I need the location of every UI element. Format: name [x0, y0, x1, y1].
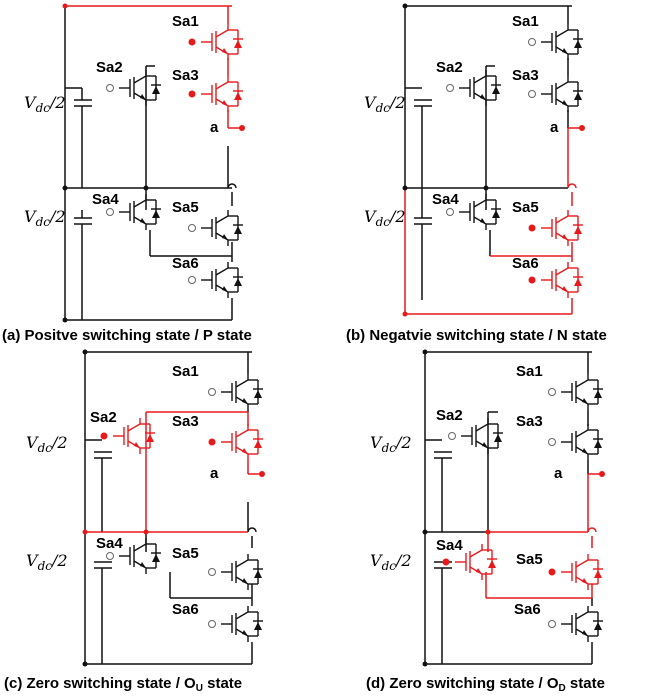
label-sa4: Sa4: [96, 535, 123, 552]
switch-sa1: [200, 23, 244, 61]
label-sa6: Sa6: [514, 601, 541, 618]
label-sa2: Sa2: [436, 59, 463, 76]
label-sa3: Sa3: [172, 67, 199, 84]
gate-sa6: [188, 276, 196, 284]
switch-sa6: [200, 261, 244, 299]
panel-a: Sa1 Sa3 Sa2 Sa4 Sa5 Sa6 a Vdc/2 Vdc/2 (a…: [2, 3, 252, 344]
label-vdc-upper: Vdc/2: [370, 433, 412, 455]
caption-c: (c) Zero switching state / OU state: [4, 675, 242, 694]
label-sa5: Sa5: [172, 545, 199, 562]
panel-c: Sa1 Sa3 Sa2 Sa4 Sa5 Sa6 a Vdc/2 Vdc/2 (c…: [4, 349, 265, 694]
label-sa6: Sa6: [172, 255, 199, 272]
panel-b: Sa1 Sa3 Sa2 Sa4 Sa5 Sa6 a Vdc/2 Vdc/2 (b…: [346, 3, 607, 344]
label-sa4: Sa4: [432, 191, 459, 208]
label-sa2: Sa2: [436, 407, 463, 424]
label-sa6: Sa6: [172, 601, 199, 618]
switch-sa4: [118, 193, 162, 231]
label-sa1: Sa1: [172, 363, 199, 380]
switch-sa3: [200, 75, 244, 113]
gate-sa3: [188, 90, 196, 98]
dc-bus-inactive: [64, 6, 237, 321]
label-vdc-upper: Vdc/2: [364, 93, 406, 115]
label-sa4: Sa4: [92, 191, 119, 208]
caption-d: (d) Zero switching state / OD state: [366, 675, 605, 694]
label-vdc-lower: Vdc/2: [364, 207, 406, 229]
gate-sa4: [106, 208, 114, 216]
label-node-a: a: [210, 465, 219, 482]
label-node-a: a: [550, 119, 559, 136]
label-sa1: Sa1: [512, 13, 539, 30]
label-sa1: Sa1: [516, 363, 543, 380]
label-sa3: Sa3: [172, 413, 199, 430]
switch-sa2: [118, 69, 162, 107]
label-node-a: a: [210, 119, 219, 136]
label-vdc-upper: Vdc/2: [24, 93, 66, 115]
label-vdc-upper: Vdc/2: [26, 433, 68, 455]
label-sa5: Sa5: [172, 199, 199, 216]
label-node-a: a: [554, 465, 563, 482]
gate-sa2: [106, 84, 114, 92]
label-sa3: Sa3: [512, 67, 539, 84]
label-sa1: Sa1: [172, 13, 199, 30]
label-sa3: Sa3: [516, 413, 543, 430]
label-sa5: Sa5: [516, 551, 543, 568]
caption-a: (a) Positve switching state / P state: [2, 327, 252, 344]
label-vdc-lower: Vdc/2: [26, 551, 68, 573]
label-vdc-lower: Vdc/2: [24, 207, 66, 229]
label-sa5: Sa5: [512, 199, 539, 216]
label-sa2: Sa2: [96, 59, 123, 76]
active-path-red: [65, 5, 242, 129]
caption-b: (b) Negatvie switching state / N state: [346, 327, 607, 344]
gate-sa1: [188, 38, 196, 46]
switch-sa5: [200, 209, 244, 247]
label-sa2: Sa2: [90, 409, 117, 426]
label-sa4: Sa4: [436, 537, 463, 554]
panel-d: Sa1 Sa3 Sa2 Sa4 Sa5 Sa6 a Vdc/2 Vdc/2 (d…: [366, 349, 605, 694]
gate-sa5: [188, 224, 196, 232]
label-vdc-lower: Vdc/2: [370, 551, 412, 573]
label-sa6: Sa6: [512, 255, 539, 272]
